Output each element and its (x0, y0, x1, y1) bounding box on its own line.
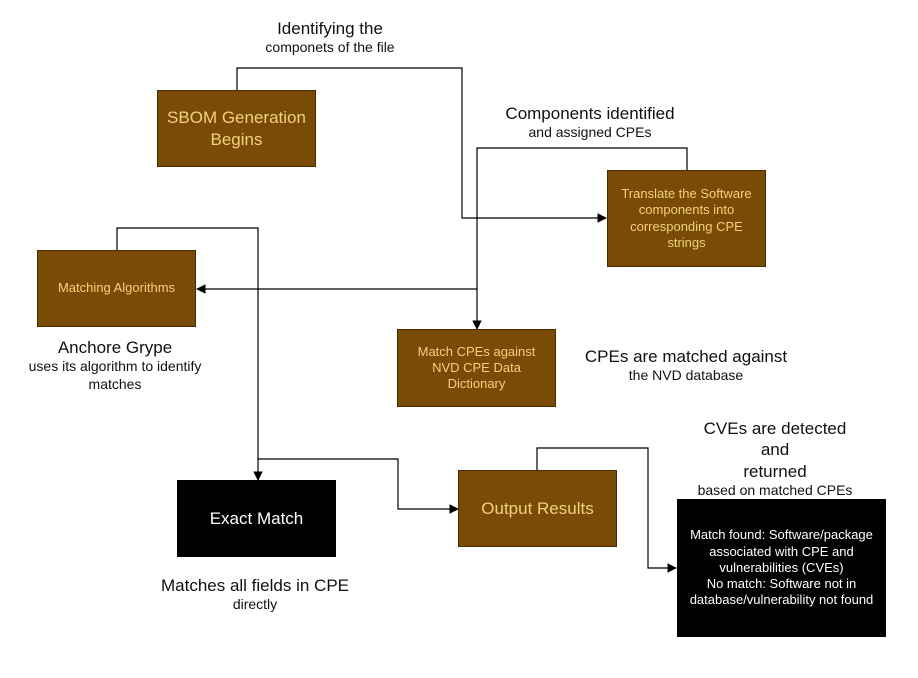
connector-sbom-to-translate (236, 67, 607, 223)
cpes-subtitle: the NVD database (628, 367, 744, 384)
cves-subtitle: based on matched CPEs (697, 481, 853, 498)
identifying-subtitle: componets of the file (265, 39, 395, 56)
match-nvd-label: Match CPEs against NVD CPE Data Dictiona… (417, 343, 536, 392)
translate-components-node: Translate the Software components into c… (607, 170, 766, 267)
connector-exact-to-output (258, 458, 459, 514)
connector-matching-to-exact (116, 227, 263, 481)
output-results-label: Output Results (481, 498, 594, 518)
exact-subtitle: directly (232, 596, 278, 613)
anchore-subtitle: uses its algorithm to identify matches (28, 358, 202, 392)
sbom-generation-node: SBOM Generation Begins (157, 90, 316, 167)
result-label: Match found: Software/package associated… (689, 527, 874, 608)
anchore-annotation: Anchore Grype uses its algorithm to iden… (29, 337, 202, 393)
components-subtitle: and assigned CPEs (528, 124, 652, 141)
result-node: Match found: Software/package associated… (677, 499, 886, 637)
output-results-node: Output Results (458, 470, 617, 547)
cpes-title: CPEs are matched against (584, 347, 788, 366)
exact-title: Matches all fields in CPE (160, 576, 350, 595)
exact-match-node: Exact Match (177, 480, 336, 557)
cves-title: CVEs are detected and returned (703, 419, 847, 481)
connector-output-to-result (536, 447, 677, 573)
matching-algorithms-node: Matching Algorithms (37, 250, 196, 327)
cpes-annotation: CPEs are matched against the NVD databas… (585, 346, 787, 385)
cves-annotation: CVEs are detected and returned based on … (698, 418, 853, 499)
identifying-annotation: Identifying the componets of the file (265, 18, 394, 57)
matching-algorithms-label: Matching Algorithms (57, 280, 176, 296)
translate-components-label: Translate the Software components into c… (621, 186, 752, 250)
identifying-title: Identifying the (277, 19, 383, 38)
match-nvd-node: Match CPEs against NVD CPE Data Dictiona… (397, 329, 556, 407)
components-annotation: Components identified and assigned CPEs (505, 103, 674, 142)
exact-annotation: Matches all fields in CPE directly (161, 575, 349, 614)
components-title: Components identified (505, 104, 675, 123)
connector-translate-to-matchnvd (472, 147, 688, 330)
exact-match-label: Exact Match (209, 508, 304, 528)
sbom-generation-label: SBOM Generation Begins (167, 108, 306, 149)
anchore-title: Anchore Grype (57, 338, 173, 357)
